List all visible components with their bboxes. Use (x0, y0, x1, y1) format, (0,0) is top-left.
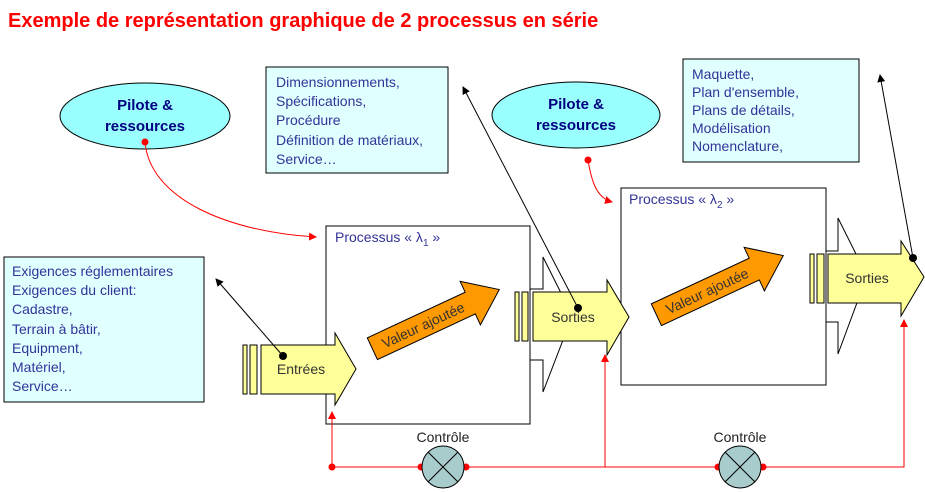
svg-text:Plans de détails,: Plans de détails, (692, 102, 795, 118)
svg-text:ressources: ressources (105, 118, 185, 135)
svg-text:Exigences du client:: Exigences du client: (12, 282, 137, 298)
svg-text:Spécifications,: Spécifications, (276, 93, 366, 109)
outputs2-note: Maquette, Plan d'ensemble, Plans de déta… (682, 58, 860, 163)
svg-text:Sorties: Sorties (551, 309, 595, 325)
svg-text:Terrain à bâtir,: Terrain à bâtir, (12, 321, 101, 337)
svg-text:Service…: Service… (12, 378, 73, 394)
svg-text:Cadastre,: Cadastre, (12, 301, 73, 317)
svg-text:Processus « λ1 »: Processus « λ1 » (335, 229, 440, 249)
svg-text:Modélisation: Modélisation (692, 120, 771, 136)
svg-text:Pilote &: Pilote & (548, 96, 604, 113)
svg-text:Procédure: Procédure (276, 112, 341, 128)
pilot-ellipse-1: Pilote & ressources (59, 82, 231, 150)
svg-text:ressources: ressources (536, 117, 616, 134)
svg-text:Sorties: Sorties (845, 270, 889, 286)
svg-text:Dimensionnements,: Dimensionnements, (276, 74, 400, 90)
svg-text:Matériel,: Matériel, (12, 359, 66, 375)
outputs1-note: Dimensionnements, Spécifications, Procéd… (265, 66, 449, 174)
svg-text:Processus « λ2 »: Processus « λ2 » (629, 191, 734, 211)
sorties-arrow-2: Sorties (809, 239, 925, 318)
inputs-note: Exigences réglementaires Exigences du cl… (3, 256, 205, 403)
svg-text:Exigences réglementaires: Exigences réglementaires (12, 263, 173, 279)
svg-text:Contrôle: Contrôle (417, 429, 470, 445)
page-title: Exemple de représentation graphique de 2… (8, 10, 598, 32)
svg-text:Plan d'ensemble,: Plan d'ensemble, (692, 84, 799, 100)
control-valve-2: Contrôle (714, 429, 767, 489)
pilot-arrow-1 (144, 141, 317, 241)
control-valve-1: Contrôle (417, 429, 470, 489)
svg-text:Maquette,: Maquette, (692, 66, 754, 82)
sorties-arrow-1: Sorties (514, 278, 630, 357)
entrees-arrow: Entrées (242, 331, 357, 407)
pilot-ellipse-2: Pilote & ressources (491, 81, 661, 149)
svg-text:Entrées: Entrées (277, 361, 325, 377)
svg-text:Définition de matériaux,: Définition de matériaux, (276, 132, 423, 148)
svg-text:Contrôle: Contrôle (714, 429, 767, 445)
svg-text:Nomenclature,: Nomenclature, (692, 138, 783, 154)
svg-text:Pilote &: Pilote & (117, 97, 173, 114)
svg-text:Equipment,: Equipment, (12, 340, 83, 356)
svg-text:Service…: Service… (276, 151, 337, 167)
pilot-arrow-2 (587, 159, 613, 204)
